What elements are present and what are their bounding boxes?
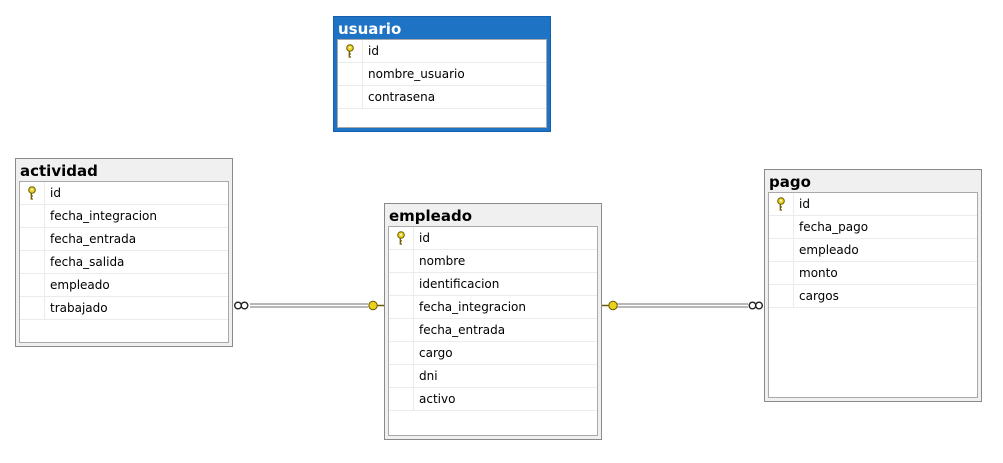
column-name: id [799, 197, 810, 211]
column-name: fecha_integracion [419, 300, 526, 314]
column-list: id nombre_usuario contrasena [337, 39, 547, 128]
column-row[interactable]: id [338, 40, 546, 63]
column-name: trabajado [50, 301, 108, 315]
column-list: id fecha_pago empleado monto cargos [768, 192, 978, 398]
column-row[interactable]: fecha_entrada [389, 319, 597, 342]
column-row[interactable]: nombre_usuario [338, 63, 546, 86]
table-pago[interactable]: pago id fecha_pago empleado monto cargos [764, 169, 982, 402]
column-row[interactable]: id [769, 193, 977, 216]
column-row[interactable]: fecha_pago [769, 216, 977, 239]
key-end-icon [368, 300, 384, 311]
infinity-end-icon [748, 301, 764, 310]
column-name: contrasena [368, 90, 436, 104]
column-row[interactable]: id [389, 227, 597, 250]
column-name: nombre [419, 254, 466, 268]
column-row[interactable]: fecha_integracion [389, 296, 597, 319]
column-name: nombre_usuario [368, 67, 465, 81]
column-name: fecha_entrada [419, 323, 506, 337]
column-row[interactable]: dni [389, 365, 597, 388]
table-title: actividad [20, 162, 98, 180]
column-name: id [50, 186, 61, 200]
column-row[interactable]: cargo [389, 342, 597, 365]
column-row[interactable]: trabajado [20, 297, 228, 320]
column-row[interactable]: identificacion [389, 273, 597, 296]
column-row[interactable]: fecha_salida [20, 251, 228, 274]
column-row[interactable]: cargos [769, 285, 977, 308]
table-actividad[interactable]: actividad id fecha_integracion fecha_ent… [15, 158, 233, 347]
column-name: identificacion [419, 277, 500, 291]
column-name: fecha_entrada [50, 232, 137, 246]
key-icon [397, 231, 405, 245]
table-title: usuario [338, 20, 402, 38]
column-row[interactable]: empleado [20, 274, 228, 297]
column-row[interactable]: id [20, 182, 228, 205]
column-name: empleado [50, 278, 110, 292]
key-end-icon [602, 300, 618, 311]
column-row[interactable]: fecha_integracion [20, 205, 228, 228]
column-row[interactable]: fecha_entrada [20, 228, 228, 251]
table-usuario[interactable]: usuario id nombre_usuario contrasena [333, 16, 551, 132]
column-name: fecha_pago [799, 220, 869, 234]
column-list: id nombre identificacion fecha_integraci… [388, 226, 598, 436]
relationship-empleado-pago[interactable] [602, 300, 764, 311]
column-row[interactable]: empleado [769, 239, 977, 262]
infinity-end-icon [233, 301, 249, 310]
column-name: id [419, 231, 430, 245]
column-name: activo [419, 392, 456, 406]
key-icon [777, 197, 785, 211]
column-list: id fecha_integracion fecha_entrada fecha… [19, 181, 229, 343]
key-icon [346, 44, 354, 58]
column-row[interactable]: monto [769, 262, 977, 285]
column-row[interactable]: activo [389, 388, 597, 411]
column-name: fecha_salida [50, 255, 125, 269]
column-name: cargos [799, 289, 839, 303]
column-row[interactable]: nombre [389, 250, 597, 273]
relationship-actividad-empleado[interactable] [233, 300, 384, 311]
column-name: id [368, 44, 379, 58]
table-title: pago [769, 173, 811, 191]
table-empleado[interactable]: empleado id nombre identificacion fecha_… [384, 203, 602, 440]
column-name: empleado [799, 243, 859, 257]
column-name: monto [799, 266, 838, 280]
column-name: cargo [419, 346, 453, 360]
table-title: empleado [389, 207, 473, 225]
key-icon [28, 186, 36, 200]
column-name: dni [419, 369, 438, 383]
column-row[interactable]: contrasena [338, 86, 546, 109]
column-name: fecha_integracion [50, 209, 157, 223]
